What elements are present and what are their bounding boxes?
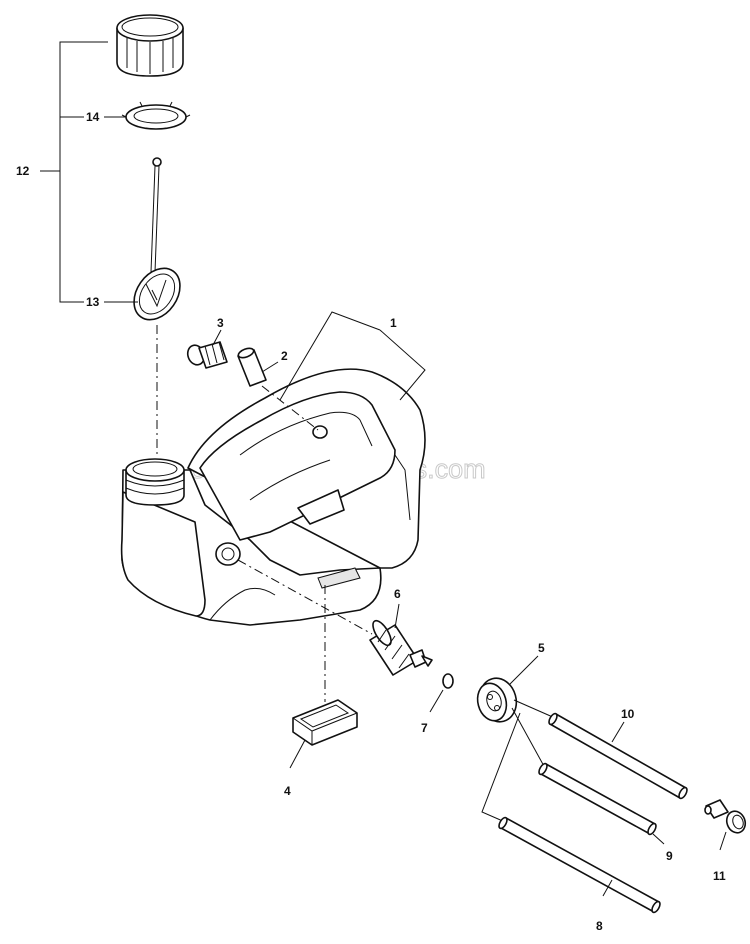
callout-8: 8 <box>596 919 603 933</box>
callout-4: 4 <box>284 784 291 798</box>
callout-6: 6 <box>394 587 401 601</box>
fuel-line-grommet <box>476 677 518 723</box>
grommet <box>237 347 267 387</box>
callout-5: 5 <box>538 641 545 655</box>
callout-1: 1 <box>390 316 397 330</box>
fuel-hose-8 <box>498 816 661 914</box>
callout-12-bracket <box>40 41 108 303</box>
callout-labels: 1 2 3 4 5 6 7 8 9 10 11 12 13 14 <box>16 110 726 933</box>
fuel-hose-10 <box>548 712 688 800</box>
callout-2: 2 <box>281 349 288 363</box>
fuel-strainer <box>133 157 181 321</box>
callout-11: 11 <box>713 869 726 883</box>
fuel-tank <box>120 368 426 626</box>
fuel-hose-9 <box>538 762 657 836</box>
callout-12: 12 <box>16 164 30 178</box>
mounting-bolt <box>186 341 228 369</box>
callout-13: 13 <box>86 295 100 309</box>
cap-gasket-ring <box>121 101 191 130</box>
callout-3: 3 <box>217 316 224 330</box>
breather-valve <box>704 799 747 834</box>
filler-neck <box>125 458 185 506</box>
fuel-cap <box>116 14 184 77</box>
callout-7: 7 <box>421 721 428 735</box>
fuel-filter <box>369 619 433 676</box>
leader-lines <box>212 311 727 897</box>
o-ring <box>442 673 454 689</box>
callout-14: 14 <box>86 110 100 124</box>
callout-9: 9 <box>666 849 673 863</box>
tank-pad <box>292 699 358 746</box>
callout-10: 10 <box>621 707 635 721</box>
